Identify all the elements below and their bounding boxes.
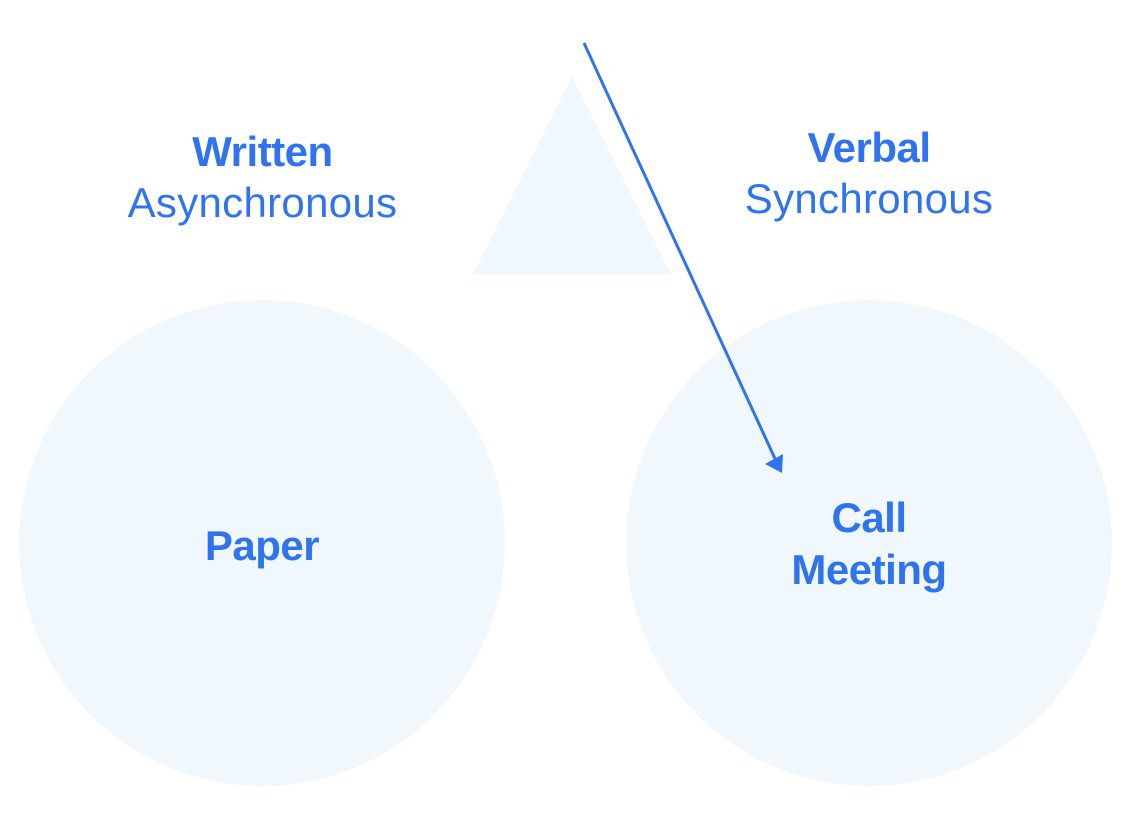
triangle-shape [473,76,671,274]
left-heading: Written Asynchronous [110,126,415,228]
left-title: Written [192,128,333,175]
arrowhead-icon [765,454,783,473]
call-label: Call [831,494,907,541]
right-title: Verbal [807,124,931,171]
meeting-label: Meeting [791,546,947,593]
paper-label: Paper [204,522,320,569]
arrow-line [582,42,779,464]
right-subtitle: Synchronous [744,175,994,222]
right-circle-label: Call Meeting [749,492,989,596]
left-circle-label: Paper [162,520,362,572]
right-heading: Verbal Synchronous [728,122,1010,224]
left-circle [19,300,505,786]
right-circle [626,300,1112,786]
left-subtitle: Asynchronous [127,179,398,226]
